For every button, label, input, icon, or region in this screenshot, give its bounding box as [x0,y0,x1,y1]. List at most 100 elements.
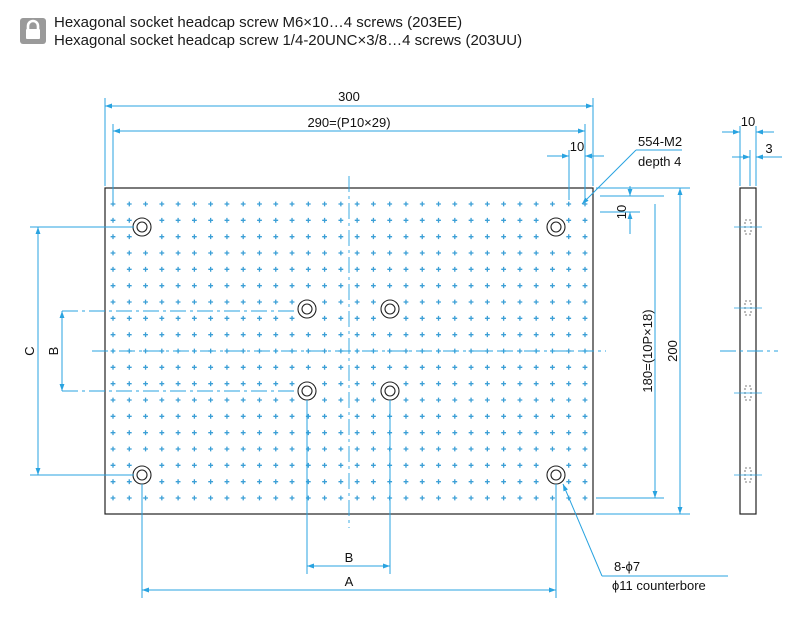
tap-hole [143,201,148,207]
tap-hole [550,446,555,452]
tap-hole [175,381,181,387]
tap-hole [550,250,555,256]
tap-hole [419,201,425,207]
tap-hole [208,479,214,485]
tap-hole [322,332,327,338]
tap-hole [371,462,376,468]
tap-hole [224,413,230,419]
label-height: 200 [665,340,680,362]
tap-hole [533,381,539,387]
tap-hole [484,250,490,256]
tap-hole [468,315,474,321]
tap-hole [143,332,148,338]
tap-hole [208,430,214,436]
tap-hole [143,299,148,305]
tap-hole [354,201,360,207]
tap-hole [533,430,539,436]
header-line-2: Hexagonal socket headcap screw 1/4-20UNC… [54,32,523,49]
tap-hole [436,397,441,403]
counterbore-holes [132,217,566,485]
label-b-horizontal: B [345,550,354,565]
tap-hole [240,495,246,501]
tap-hole [126,479,132,485]
tap-hole [289,495,295,501]
tap-hole [208,250,214,256]
tap-hole [322,397,327,403]
tap-hole [224,495,230,501]
tap-hole [468,364,474,370]
tap-hole [159,332,165,338]
tap-hole [468,283,474,289]
tap-hole [419,430,425,436]
tap-hole [533,413,539,419]
tap-hole [175,299,181,305]
tap-hole [305,217,311,223]
tap-hole [582,413,588,419]
tap-hole [338,413,344,419]
tap-hole [550,332,555,338]
tap-hole [191,217,197,223]
tap-hole [484,266,490,272]
dim-a [141,484,557,598]
tap-hole [403,479,409,485]
tap-hole [273,299,279,305]
dim-edge-top-10 [547,150,604,200]
tap-hole [338,462,344,468]
tap-hole [582,462,588,468]
tap-hole [582,315,588,321]
tap-hole [484,332,490,338]
tap-hole [550,364,555,370]
tap-hole [452,250,458,256]
tap-hole [338,446,344,452]
tap-hole [126,462,132,468]
tap-hole [143,381,148,387]
tap-hole [452,462,458,468]
header: Hexagonal socket headcap screw M6×10…4 s… [20,12,720,52]
tap-hole [338,495,344,501]
tap-hole [452,381,458,387]
tap-hole [208,217,214,223]
tap-hole [501,364,507,370]
tap-hole [159,299,165,305]
tap-hole [289,479,295,485]
tap-hole [143,364,148,370]
tap-hole [110,397,116,403]
tap-hole [371,479,376,485]
tap-hole [159,364,165,370]
tap-hole [550,495,555,501]
tap-hole [533,266,539,272]
tap-hole [484,364,490,370]
tap-hole [240,397,246,403]
tap-hole [289,462,295,468]
tap-hole [371,446,376,452]
tap-hole [452,234,458,240]
tap-hole [273,479,279,485]
tap-hole [143,495,148,501]
tap-hole [224,397,230,403]
tap-hole [566,364,572,370]
tap-hole [371,315,376,321]
tap-hole [289,250,295,256]
tap-hole [468,234,474,240]
tap-hole [566,315,572,321]
tap-hole [224,462,230,468]
tap-hole [419,266,425,272]
tap-hole [419,495,425,501]
tap-hole [419,364,425,370]
tap-hole [159,283,165,289]
tap-hole [257,299,262,305]
tap-hole [191,315,197,321]
tap-hole [436,381,441,387]
tap-hole [354,234,360,240]
tap-hole [338,266,344,272]
tap-hole [371,234,376,240]
tap-hole [126,397,132,403]
tap-hole [240,234,246,240]
tap-hole [452,479,458,485]
tap-hole [533,234,539,240]
tap-hole [582,234,588,240]
tap-hole [289,381,295,387]
tap-hole [501,283,507,289]
tap-hole [143,283,148,289]
tap-hole [484,397,490,403]
